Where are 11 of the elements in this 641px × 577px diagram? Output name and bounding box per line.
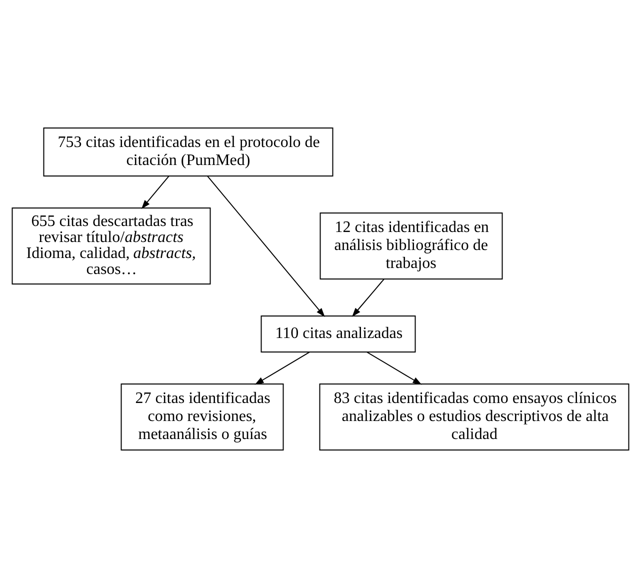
node-box: 27 citas identificadas como revisiones, metaanálisis o guías (120, 383, 284, 450)
arrow (207, 175, 325, 316)
node-box: 12 citas identificadas en análisis bibliográfico de trabajos (320, 212, 503, 279)
arrow (352, 278, 385, 316)
node-box: 83 citas identificadas como ensayos clínicos analizables o estudios descriptivos de alta calidad (319, 383, 630, 450)
node-box: 753 citas identificadas en el protocolo de citación (PumMed) (43, 127, 334, 176)
arrow (141, 175, 170, 208)
node-box: 655 citas descartadas tras revisar título/abstracts Idioma, calidad, abstracts, casos… (12, 207, 211, 284)
arrow (366, 351, 422, 384)
node-box: 110 citas analizadas (260, 315, 416, 352)
arrow (254, 351, 310, 384)
